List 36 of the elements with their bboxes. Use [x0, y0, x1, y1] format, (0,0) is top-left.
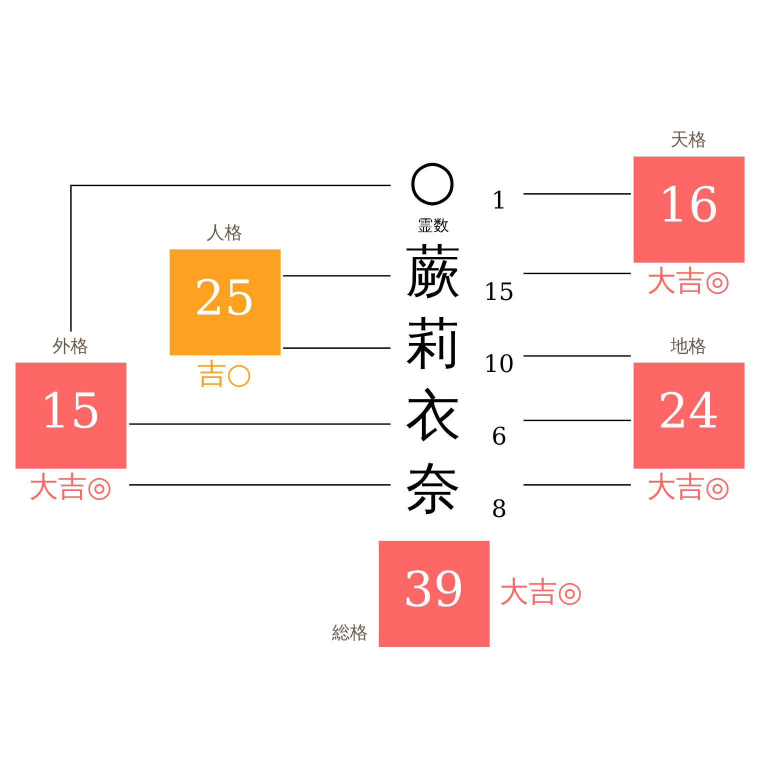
node-label: 吉○	[197, 356, 252, 390]
node-box: 25	[170, 249, 281, 356]
node-text: ○	[408, 148, 457, 212]
node-label: 大吉◎	[646, 264, 730, 298]
node-label: 1	[491, 186, 507, 214]
node-label: 大吉◎	[499, 574, 583, 608]
node-label: 天格	[670, 130, 706, 151]
node-label: 6	[491, 422, 507, 451]
connector	[524, 193, 631, 195]
connector	[524, 355, 631, 357]
node-text: 衣	[405, 384, 460, 449]
connector	[70, 184, 391, 332]
node-box: 39	[378, 540, 490, 647]
node-text: 蕨	[405, 240, 460, 304]
connector	[283, 275, 390, 277]
node-box: 24	[634, 362, 744, 469]
node-text: 奈	[405, 456, 460, 521]
node-label: 総格	[332, 622, 368, 644]
node-label: 8	[491, 494, 507, 523]
connector	[524, 484, 631, 486]
node-label: 10	[484, 350, 514, 378]
connector	[283, 347, 390, 349]
connector	[524, 420, 631, 422]
connector	[129, 423, 391, 425]
node-text: 莉	[405, 312, 460, 376]
node-label: 15	[484, 278, 514, 306]
node-label: 大吉◎	[28, 470, 112, 504]
node-label: 外格	[52, 336, 88, 357]
node-label: 人格	[206, 222, 242, 244]
node-box: 15	[16, 362, 126, 469]
node-label: 地格	[670, 336, 706, 357]
connector	[129, 484, 391, 486]
node-box: 16	[634, 156, 744, 263]
connector	[524, 272, 631, 274]
node-label: 大吉◎	[646, 470, 730, 504]
node-label: 霊数	[417, 216, 450, 235]
